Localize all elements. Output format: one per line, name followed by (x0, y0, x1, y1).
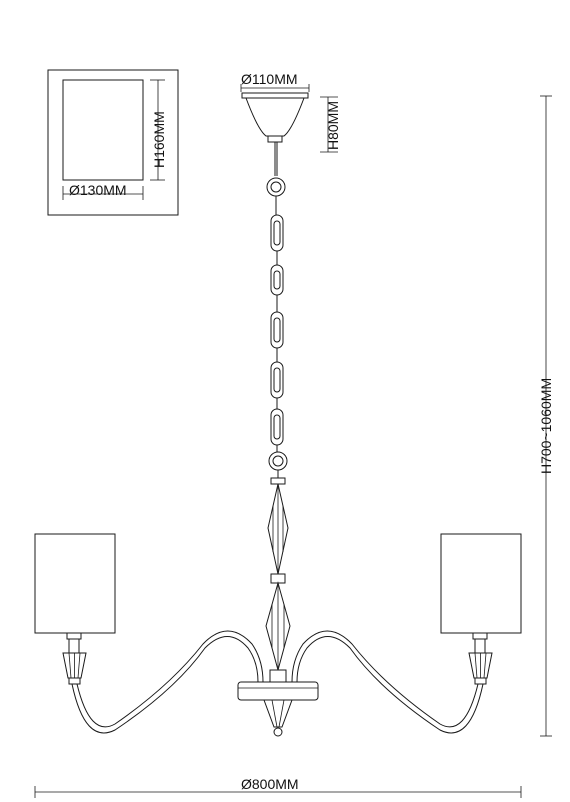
ceiling-canopy: Ø110MM H80MM (240, 71, 341, 176)
right-lamp-shade (440, 533, 522, 634)
overall-height-label: H700~1060MM (538, 378, 554, 474)
inset-shade (62, 79, 144, 181)
inset-frame (47, 69, 179, 216)
overall-height-dimension: H700~1060MM (538, 95, 554, 737)
shade-detail-inset: H160MM Ø130MM (47, 69, 179, 216)
canopy-height-label: H80MM (325, 101, 341, 150)
canopy-diameter-label: Ø110MM (241, 71, 298, 87)
left-lamp-shade (34, 533, 116, 634)
shade-height-label: H160MM (151, 111, 167, 168)
chain (266, 177, 288, 471)
overall-diameter-dimension: Ø800MM (34, 776, 522, 798)
left-arm-light (34, 533, 264, 734)
shade-diameter-label: Ø130MM (69, 182, 127, 198)
overall-diameter-label: Ø800MM (241, 776, 299, 792)
central-stem (237, 470, 319, 737)
right-arm-light (291, 533, 522, 734)
